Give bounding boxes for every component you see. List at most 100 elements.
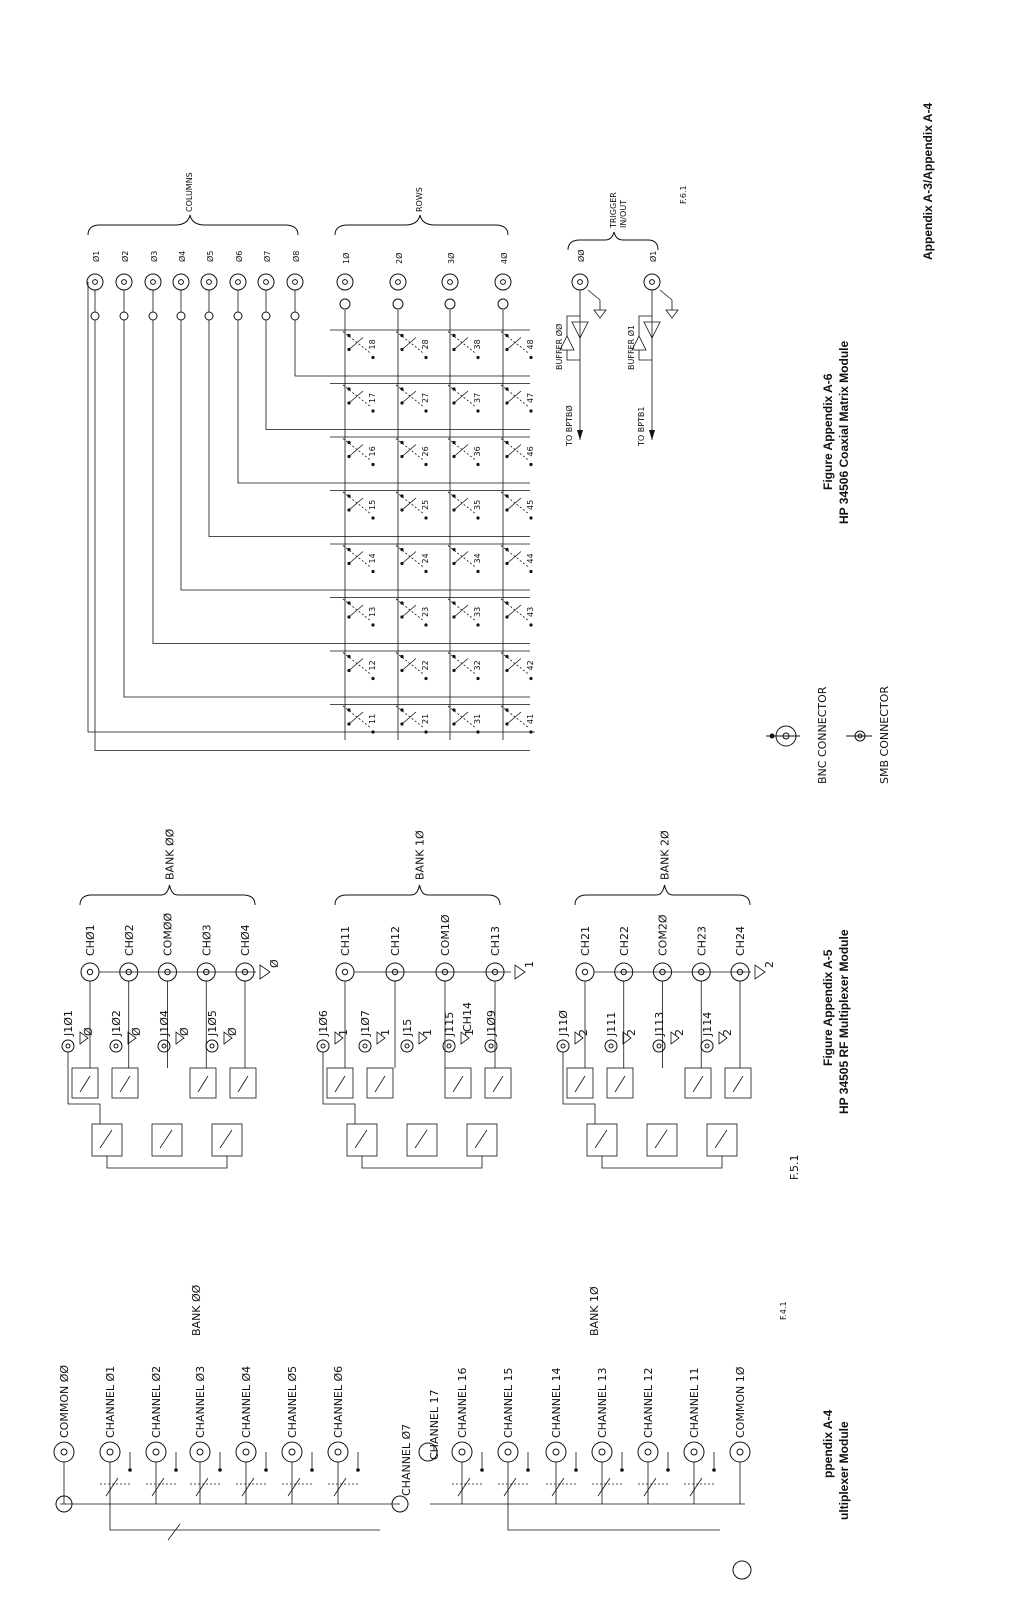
rf-ground [754, 964, 766, 980]
switch-contact [505, 440, 509, 445]
trigger-bnc-0 [571, 273, 589, 291]
switch-label-43: 43 [526, 607, 535, 617]
column-label-0: Ø1 [91, 251, 101, 262]
relay-arm [574, 1075, 586, 1093]
switch-arm [401, 658, 417, 671]
rf-jack-label-1-4: J1Ø9 [485, 1010, 498, 1037]
trigger-bnc-0-pin [577, 279, 583, 285]
switch-label-16: 16 [368, 446, 377, 456]
a4-bank1-connector-4 [637, 1441, 659, 1463]
switch-arm [453, 497, 469, 511]
matrix-switch-14: 14 [342, 545, 377, 574]
relay-arm [452, 1075, 464, 1093]
relay-box [706, 1123, 738, 1157]
switch-arm [348, 551, 364, 564]
bank-brace-0 [79, 884, 256, 906]
a4-bank0-label-5: CHANNEL Ø5 [286, 1366, 299, 1438]
rf-jack-ground-label: Ø [178, 1027, 191, 1036]
a4-bank0-connector-3-pin [196, 1448, 204, 1456]
a4-switch-arm [167, 1523, 181, 1541]
switch-dash [500, 491, 530, 515]
switch-label-11: 11 [368, 714, 377, 724]
relay-box [151, 1123, 183, 1157]
switch-contact [347, 708, 351, 712]
rf-channel-label-2-0: CH21 [579, 926, 592, 956]
switch-dash [395, 384, 425, 408]
switch-contact [476, 516, 480, 520]
ground-symbol [665, 309, 679, 319]
fig6-ref: F.6.1 [679, 185, 688, 204]
a4-bank1-connector-2 [545, 1441, 567, 1463]
switch-contact [400, 387, 404, 391]
switch-contact [400, 333, 404, 338]
a4-switch-arm [151, 1477, 165, 1497]
switch-arm [506, 711, 522, 725]
column-lead-0 [94, 320, 530, 751]
column-label-6: Ø7 [262, 251, 272, 262]
switch-arm [453, 390, 469, 404]
relay-arm [692, 1075, 704, 1093]
rf-channel-label-2-3: CH23 [695, 926, 708, 956]
a4-bank1-connector-1 [497, 1441, 519, 1463]
rf-jack-2-3 [700, 1039, 714, 1053]
relay-arm [732, 1075, 744, 1093]
rf-jack-1-0 [316, 1039, 330, 1053]
switch-contact [529, 409, 533, 413]
a4-channel07-connector [391, 1495, 409, 1513]
a4-bank1-label-2: CHANNEL 14 [550, 1367, 563, 1438]
a4-bank1-connector-0-pin [458, 1448, 466, 1456]
rf-jack-pin [488, 1043, 494, 1049]
rf-jack-pin [209, 1043, 215, 1049]
rf-jack-label-0-0: J1Ø1 [62, 1010, 75, 1037]
rf-ground-label-2: 2 [763, 961, 776, 968]
relay-tie [601, 1156, 723, 1169]
matrix-switch-37: 37 [447, 384, 482, 413]
switch-contact [452, 654, 456, 659]
column-bnc-7-pin [292, 279, 298, 285]
switch-label-22: 22 [421, 660, 430, 670]
switch-dash [447, 491, 477, 515]
row-smb-1 [392, 298, 404, 310]
a4-bank0-connector-6-pin [334, 1448, 342, 1456]
relay-box [646, 1123, 678, 1157]
switch-arm [506, 497, 522, 511]
trigger-ground-1 [659, 289, 673, 310]
switch-label-37: 37 [473, 393, 482, 403]
column-lead-4 [208, 320, 530, 537]
switch-contact [371, 516, 375, 520]
rows-brace [334, 214, 509, 236]
rf-jack-ground-label: 1 [337, 1029, 350, 1036]
buffer-label-0: BUFFER ØØ [554, 324, 564, 370]
rf-connector-1-0 [335, 962, 355, 982]
row-smb-3 [497, 298, 509, 310]
switch-contact [452, 708, 456, 712]
rf-extra-label: CH14 [461, 1002, 474, 1032]
a4-bank0-connector-1 [99, 1441, 121, 1463]
switch-arm [401, 497, 417, 511]
matrix-switch-35: 35 [447, 491, 482, 520]
relay-box [484, 1067, 512, 1099]
a4-switch-arm [333, 1477, 347, 1497]
a4-bank1-connector-4-pin [644, 1448, 652, 1456]
trigger-label-1: TRIGGER [609, 192, 618, 229]
fig4-caption-line2: ultiplexer Module [837, 1421, 851, 1520]
matrix-switch-17: 17 [342, 384, 377, 413]
switch-contact [529, 462, 533, 467]
a4-bank0-connector-5-pin [288, 1448, 296, 1456]
trigger-label-1: Ø1 [648, 251, 658, 262]
switch-contact [476, 409, 480, 413]
switch-dash [447, 598, 477, 622]
rf-jack-1-3 [442, 1039, 456, 1053]
channel07-label: CHANNEL Ø7 [400, 1424, 413, 1496]
matrix-switch-42: 42 [500, 652, 535, 681]
a4-bank1-connector-5-pin [690, 1448, 698, 1456]
switch-contact [371, 409, 375, 413]
rf-jack-pin [446, 1043, 452, 1049]
switch-dash [342, 438, 372, 461]
switch-arm [401, 551, 417, 564]
switch-contact [476, 355, 480, 360]
switch-arm [453, 551, 469, 564]
row-label-3: 4Ø [499, 253, 509, 264]
rf-jack-label-2-1: J111 [605, 1012, 618, 1037]
